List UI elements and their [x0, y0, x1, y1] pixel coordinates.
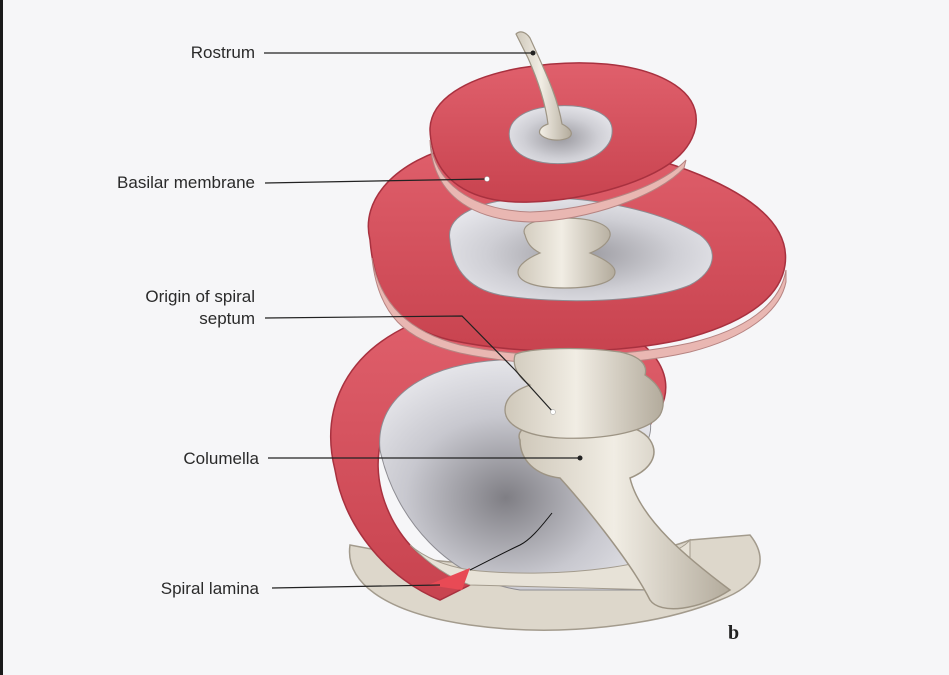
label-spiral-lamina: Spiral lamina: [160, 579, 259, 598]
origin-spiral-septum-leader: [264, 315, 554, 413]
label-origin-spiral-septum-line2: septum: [199, 309, 255, 328]
label-basilar-membrane: Basilar membrane: [117, 173, 255, 192]
basilar-membrane-leader: [264, 178, 488, 184]
label-columella: Columella: [183, 449, 259, 468]
image-left-border: [0, 0, 3, 675]
panel-letter: b: [728, 622, 740, 644]
rostrum: [515, 31, 572, 141]
rostrum-dot: [530, 50, 536, 56]
spiral-lamina-leader: [271, 584, 441, 589]
columella-middle: [517, 217, 616, 289]
septum-dot: [550, 409, 556, 415]
apical-turn-membrane-underside: [429, 139, 687, 223]
middle-turn-membrane-underside: [371, 257, 787, 365]
leader-endpoints: [530, 50, 583, 461]
label-rostrum: Rostrum: [190, 43, 255, 62]
columella-shaft: [504, 347, 664, 439]
basal-floor-line: [469, 512, 553, 571]
label-origin-spiral-septum-line1: Origin of spiral: [145, 287, 255, 306]
leader-lines: [264, 52, 580, 589]
basilar-membrane-dot: [484, 176, 490, 182]
columella-dot: [577, 455, 583, 461]
